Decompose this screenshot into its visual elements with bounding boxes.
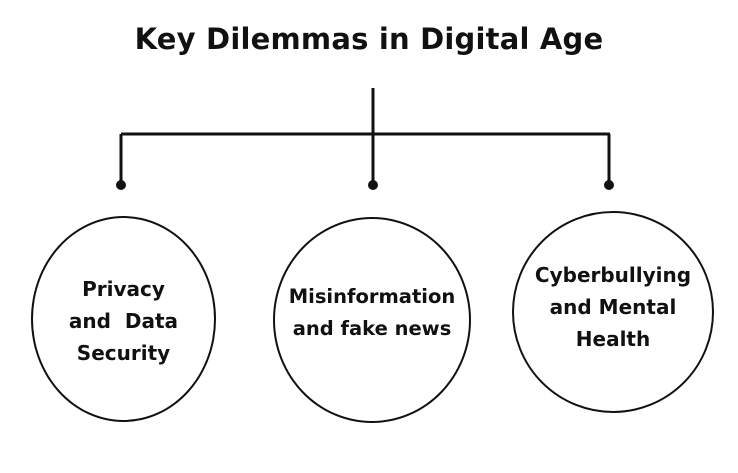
node-label: Privacy and Data Security: [68, 277, 179, 365]
diagram-title: Key Dilemmas in Digital Age: [134, 22, 604, 56]
node-label: Cyberbullying and Mental Health: [534, 263, 692, 351]
node-cyberbullying-mental-health: Cyberbullying and Mental Health: [512, 211, 714, 413]
connector-dot-middle: [368, 180, 378, 190]
connector-dot-left: [116, 180, 126, 190]
node-label: Misinformation and fake news: [288, 285, 456, 340]
node-misinformation-fake-news: Misinformation and fake news: [273, 217, 471, 423]
node-privacy-data-security: Privacy and Data Security: [31, 216, 216, 422]
connector-dot-right: [604, 180, 614, 190]
